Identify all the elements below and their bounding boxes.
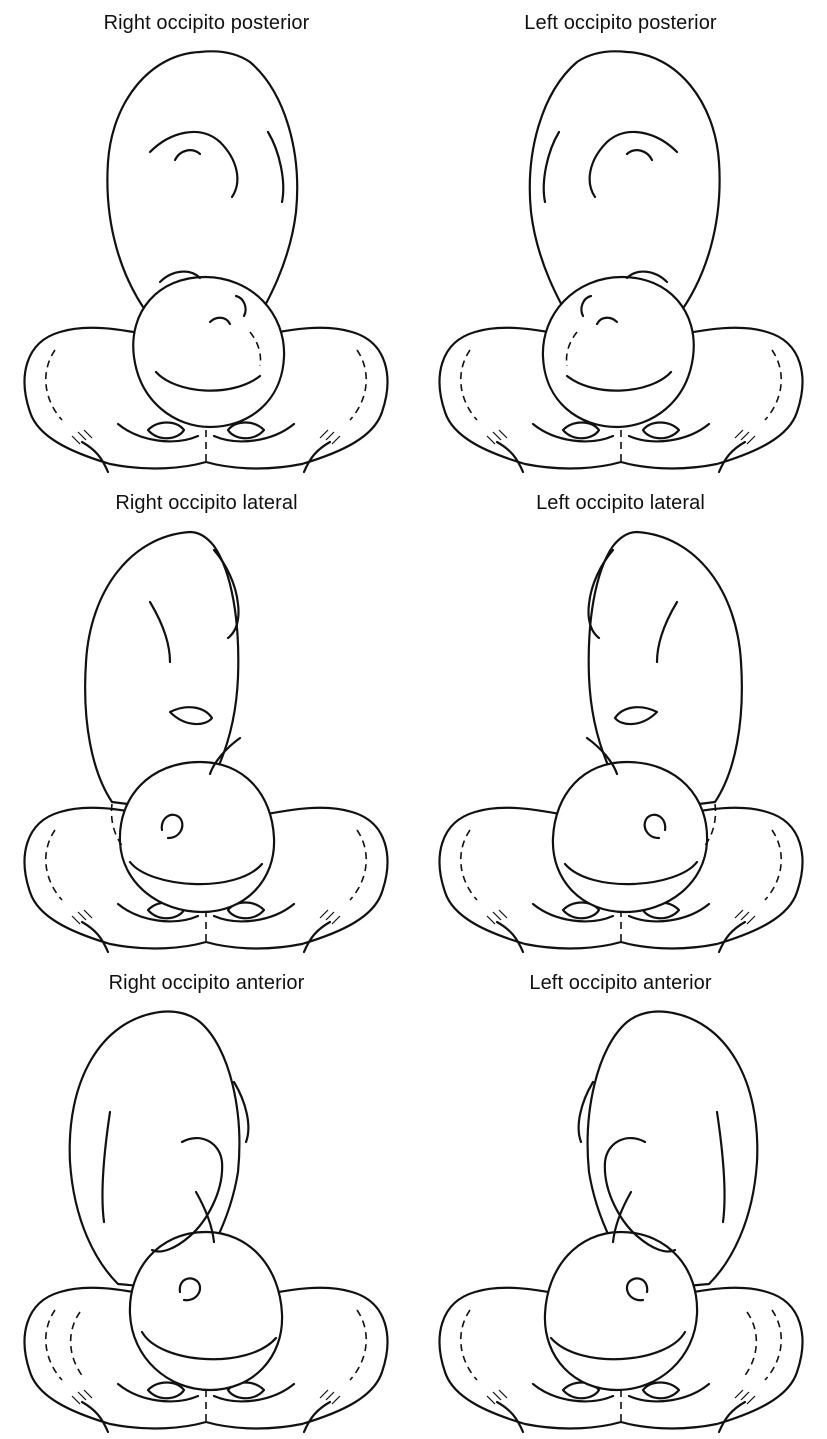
- fetal-position-drawing: [414, 512, 827, 959]
- panel-right-occipito-anterior: Right occipito anterior: [0, 960, 413, 1439]
- panel-right-occipito-posterior: Right occipito posterior: [0, 0, 413, 479]
- fetus-outline: [530, 51, 720, 427]
- panel-right-occipito-lateral: Right occipito lateral: [0, 480, 413, 959]
- fetal-position-drawing: [0, 512, 413, 959]
- fetal-position-drawing: [0, 32, 413, 479]
- panel-left-occipito-lateral: Left occipito lateral: [414, 480, 827, 959]
- panel-left-occipito-anterior: Left occipito anterior: [414, 960, 827, 1439]
- fetal-position-drawing: [414, 32, 827, 479]
- panel-left-occipito-posterior: Left occipito posterior: [414, 0, 827, 479]
- fetus-outline: [107, 51, 297, 427]
- fetal-position-drawing: [414, 992, 827, 1439]
- fetal-position-drawing: [0, 992, 413, 1439]
